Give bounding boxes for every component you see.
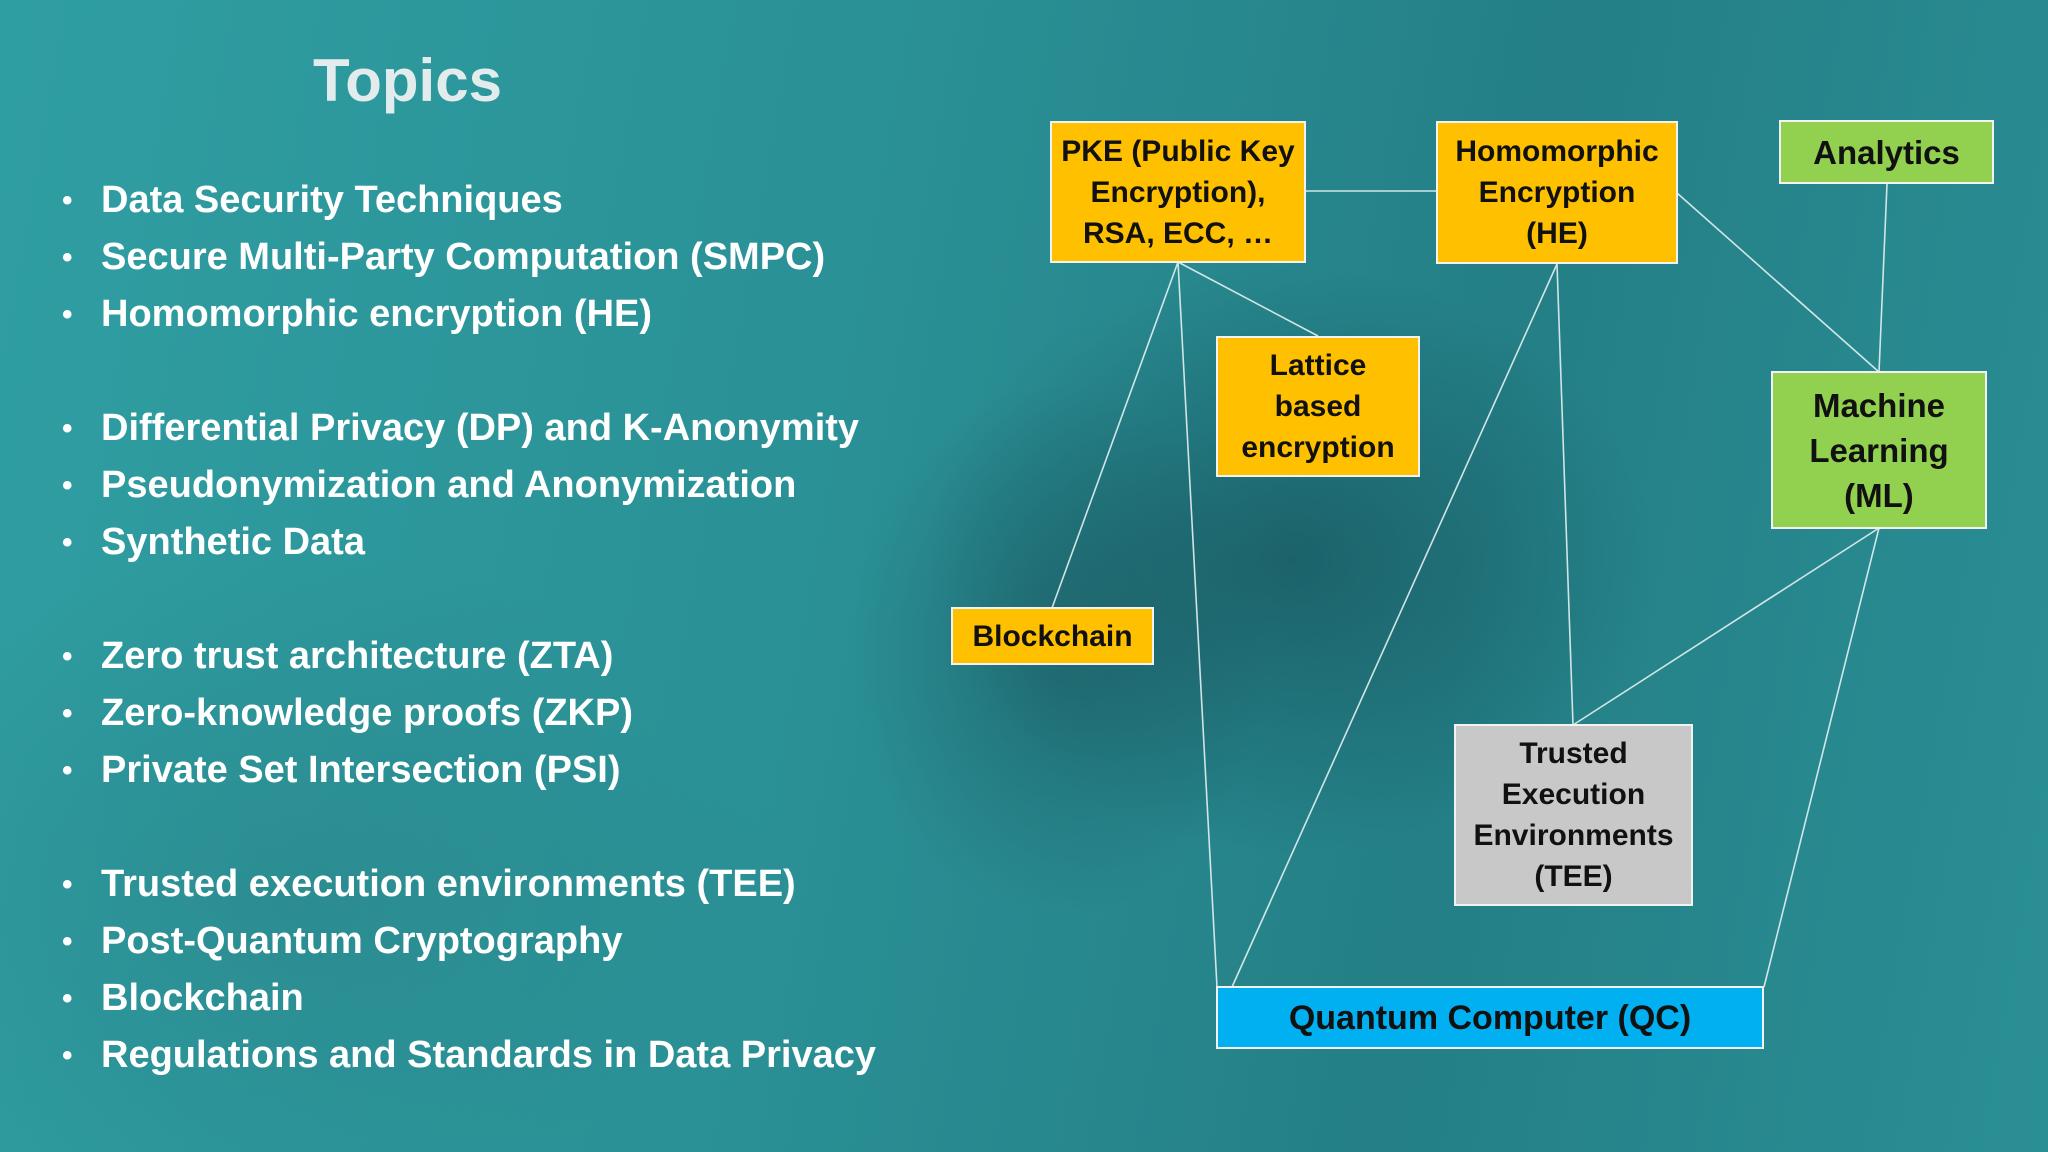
topic-item: Post-Quantum Cryptography	[62, 913, 876, 970]
topic-item: Secure Multi-Party Computation (SMPC)	[62, 229, 876, 286]
topic-item: Blockchain	[62, 970, 876, 1027]
topic-item: Zero trust architecture (ZTA)	[62, 628, 876, 685]
edge-analytics-ml	[1878, 183, 1888, 373]
edge-pke-lattice	[1177, 261, 1319, 337]
edge-he-tee	[1556, 263, 1574, 726]
node-blockchain: Blockchain	[951, 607, 1154, 665]
node-pke: PKE (Public Key Encryption), RSA, ECC, …	[1050, 121, 1306, 263]
node-machine-learning: Machine Learning (ML)	[1771, 371, 1987, 529]
edge-pke-qc	[1177, 261, 1218, 988]
topic-item: Differential Privacy (DP) and K-Anonymit…	[62, 400, 876, 457]
topic-item: Regulations and Standards in Data Privac…	[62, 1027, 876, 1084]
topic-item: Synthetic Data	[62, 514, 876, 571]
slide-title: Topics	[313, 47, 502, 114]
topic-group-4: Trusted execution environments (TEE) Pos…	[62, 856, 876, 1084]
topic-item: Pseudonymization and Anonymization	[62, 457, 876, 514]
node-trusted-execution-environments: Trusted Execution Environments (TEE)	[1454, 724, 1693, 906]
edge-ml-qc	[1763, 527, 1880, 988]
topic-item: Trusted execution environments (TEE)	[62, 856, 876, 913]
topic-group-1: Data Security Techniques Secure Multi-Pa…	[62, 172, 876, 343]
edge-pke-blockchain	[1051, 261, 1179, 609]
topic-group-2: Differential Privacy (DP) and K-Anonymit…	[62, 400, 876, 571]
node-analytics: Analytics	[1779, 120, 1994, 184]
topic-item: Homomorphic encryption (HE)	[62, 286, 876, 343]
node-lattice-encryption: Lattice based encryption	[1216, 336, 1420, 477]
edge-he-qc	[1231, 263, 1558, 988]
topic-item: Private Set Intersection (PSI)	[62, 742, 876, 799]
topic-item: Data Security Techniques	[62, 172, 876, 229]
topic-group-3: Zero trust architecture (ZTA) Zero-knowl…	[62, 628, 876, 799]
topics-list: Data Security Techniques Secure Multi-Pa…	[62, 172, 876, 1141]
edge-he-ml	[1676, 192, 1880, 373]
node-homomorphic-encryption: Homomorphic Encryption (HE)	[1436, 121, 1678, 264]
edge-ml-tee	[1572, 527, 1880, 726]
node-quantum-computer: Quantum Computer (QC)	[1216, 986, 1764, 1049]
topic-item: Zero-knowledge proofs (ZKP)	[62, 685, 876, 742]
